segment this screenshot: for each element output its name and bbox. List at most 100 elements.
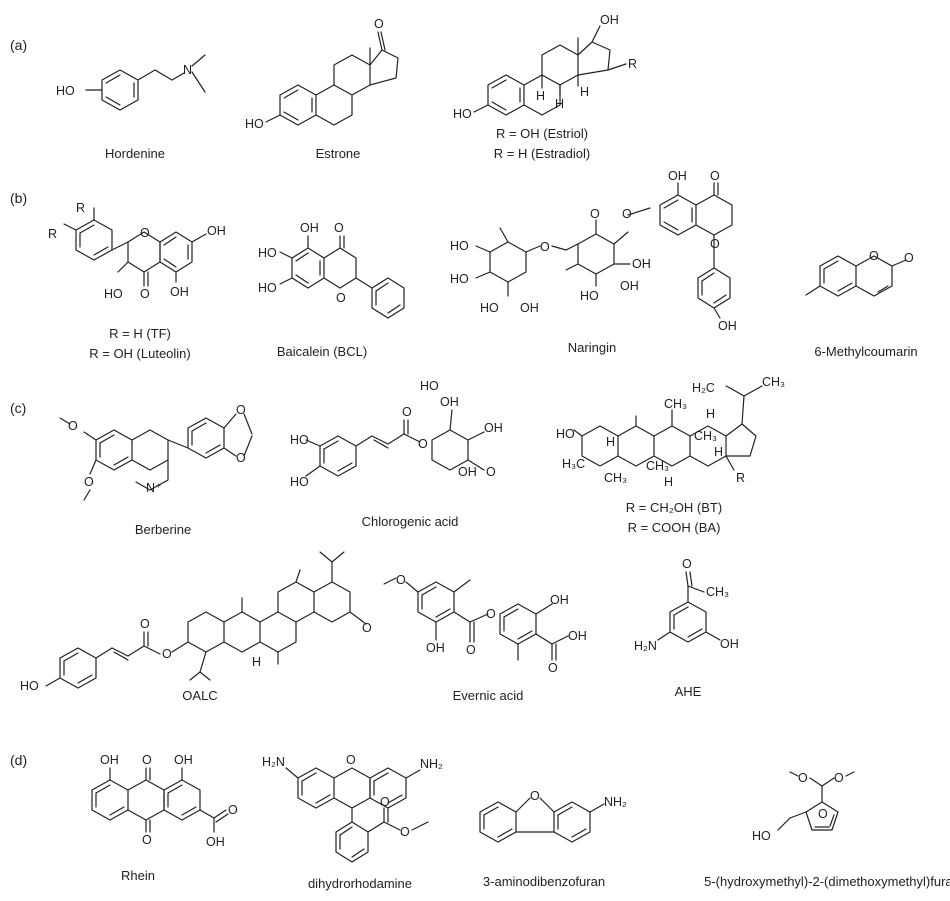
section-label-d: (d) bbox=[10, 752, 27, 768]
atom-label: O bbox=[236, 451, 246, 465]
compound-name-berberine: Berberine bbox=[135, 522, 191, 537]
atom-label: O bbox=[540, 240, 550, 254]
compound-name-aminodibenzofuran: 3-aminodibenzofuran bbox=[483, 874, 605, 889]
compound-name-luteolin: R = OH (Luteolin) bbox=[89, 346, 191, 361]
atom-label: HO bbox=[420, 379, 439, 393]
atom-label: HO bbox=[453, 107, 472, 121]
atom-label: OH bbox=[568, 629, 587, 643]
evernic-acid-structure: O OH O O OH O OH bbox=[383, 573, 587, 675]
atom-label: HO bbox=[104, 287, 123, 301]
atom-label: CH₃ bbox=[646, 459, 669, 473]
atom-label: HO bbox=[450, 239, 469, 253]
compound-name-naringin: Naringin bbox=[568, 340, 616, 355]
atom-label: HO bbox=[450, 272, 469, 286]
naringin-structure: HO HO HO OH O O O OH HO OH OH O O OH bbox=[450, 169, 737, 333]
atom-label: O bbox=[798, 771, 808, 785]
atom-label: OH bbox=[520, 301, 539, 315]
atom-label: HO bbox=[245, 117, 264, 131]
atom-label: O bbox=[236, 403, 246, 417]
atom-label: O bbox=[818, 807, 828, 821]
atom-label: H bbox=[714, 445, 723, 459]
berberine-structure: O O N⁺ O O bbox=[59, 403, 253, 501]
atom-label: OH bbox=[206, 835, 225, 849]
atom-label: R bbox=[48, 227, 57, 241]
compound-name-evernic-acid: Evernic acid bbox=[453, 688, 524, 703]
atom-label: O bbox=[622, 207, 632, 221]
rhein-structure: OH O OH O O OH bbox=[91, 753, 238, 849]
atom-label: O bbox=[466, 643, 476, 657]
atom-label: HO bbox=[290, 433, 309, 447]
baicalein-structure: O OH HO HO O bbox=[258, 221, 405, 319]
atom-label: H bbox=[536, 89, 545, 103]
atom-label: HO bbox=[258, 281, 277, 295]
compound-name-hordenine: Hordenine bbox=[105, 146, 165, 161]
atom-label: O bbox=[400, 825, 410, 839]
compound-name-chlorogenic-acid: Chlorogenic acid bbox=[362, 514, 459, 529]
atom-label: OH bbox=[668, 169, 687, 183]
atom-label: O bbox=[418, 437, 428, 451]
compound-name-rhein: Rhein bbox=[121, 868, 155, 883]
atom-label: O bbox=[710, 169, 720, 183]
dihydrorhodamine-structure: O H₂N NH₂ O O bbox=[262, 753, 443, 863]
atom-label: HO bbox=[556, 427, 575, 441]
atom-label: O bbox=[142, 753, 152, 767]
aminodibenzofuran-structure: O NH₂ bbox=[479, 789, 627, 843]
compound-name-estradiol: R = H (Estradiol) bbox=[494, 146, 590, 161]
atom-label: O bbox=[682, 557, 692, 571]
methylcoumarin-structure: O O bbox=[805, 249, 914, 297]
hmf-acetal-structure: O O O HO bbox=[752, 771, 855, 843]
atom-label: NH₂ bbox=[420, 757, 443, 771]
atom-label: R bbox=[628, 57, 637, 71]
compound-name-baicalein: Baicalein (BCL) bbox=[277, 344, 367, 359]
atom-label: HO bbox=[480, 301, 499, 315]
atom-label: R bbox=[736, 471, 745, 485]
atom-label: N bbox=[183, 63, 192, 77]
atom-label: H bbox=[252, 655, 261, 669]
atom-label: OH bbox=[300, 221, 319, 235]
atom-label: O bbox=[346, 753, 356, 767]
section-label-c: (c) bbox=[10, 400, 26, 416]
compound-name-bt: R = CH₂OH (BT) bbox=[626, 500, 722, 515]
atom-label: O bbox=[380, 795, 390, 809]
atom-label: H₂N bbox=[634, 639, 657, 653]
compound-name-ba: R = COOH (BA) bbox=[628, 520, 721, 535]
atom-label: OH bbox=[600, 13, 619, 27]
atom-label: OH bbox=[718, 319, 737, 333]
atom-label: OH bbox=[100, 753, 119, 767]
estriol-structure: HO OH R H H H bbox=[453, 13, 637, 121]
atom-label: OH bbox=[440, 395, 459, 409]
atom-label: O bbox=[486, 465, 496, 479]
atom-label: H bbox=[664, 475, 673, 489]
atom-label: NH₂ bbox=[604, 795, 627, 809]
atom-label: O bbox=[84, 475, 94, 489]
atom-label: N⁺ bbox=[146, 481, 162, 495]
atom-label: O bbox=[710, 237, 720, 251]
atom-label: HO bbox=[580, 289, 599, 303]
atom-label: OH bbox=[426, 641, 445, 655]
betulin-structure: H₂C CH₃ CH₃ H HO H CH₃ CH₃ H H₃C CH₃ H R bbox=[556, 375, 785, 489]
atom-label: O bbox=[869, 249, 879, 263]
atom-label: OH bbox=[170, 285, 189, 299]
atom-label: O bbox=[362, 621, 372, 635]
atom-label: OH bbox=[484, 421, 503, 435]
estrone-structure: HO O bbox=[245, 17, 399, 131]
atom-label: O bbox=[142, 833, 152, 847]
atom-label: O bbox=[336, 291, 346, 305]
atom-label: HO bbox=[752, 829, 771, 843]
compound-name-hmf-acetal: 5-(hydroxymethyl)-2-(dimethoxymethyl)fur… bbox=[704, 874, 950, 889]
atom-label: O bbox=[548, 661, 558, 675]
ahe-structure: O CH₃ OH H₂N bbox=[634, 557, 739, 653]
atom-label: HO bbox=[258, 246, 277, 260]
oalc-structure: HO O O O H bbox=[20, 551, 372, 693]
atom-label: OH bbox=[632, 257, 651, 271]
atom-label: O bbox=[140, 287, 150, 301]
atom-label: O bbox=[402, 405, 412, 419]
atom-label: H bbox=[555, 97, 564, 111]
atom-label: O bbox=[486, 607, 496, 621]
atom-label: H bbox=[706, 407, 715, 421]
atom-label: H₂N bbox=[262, 755, 285, 769]
hordenine-structure: HO N bbox=[56, 54, 206, 111]
atom-label: HO bbox=[20, 679, 39, 693]
atom-label: OH bbox=[174, 753, 193, 767]
